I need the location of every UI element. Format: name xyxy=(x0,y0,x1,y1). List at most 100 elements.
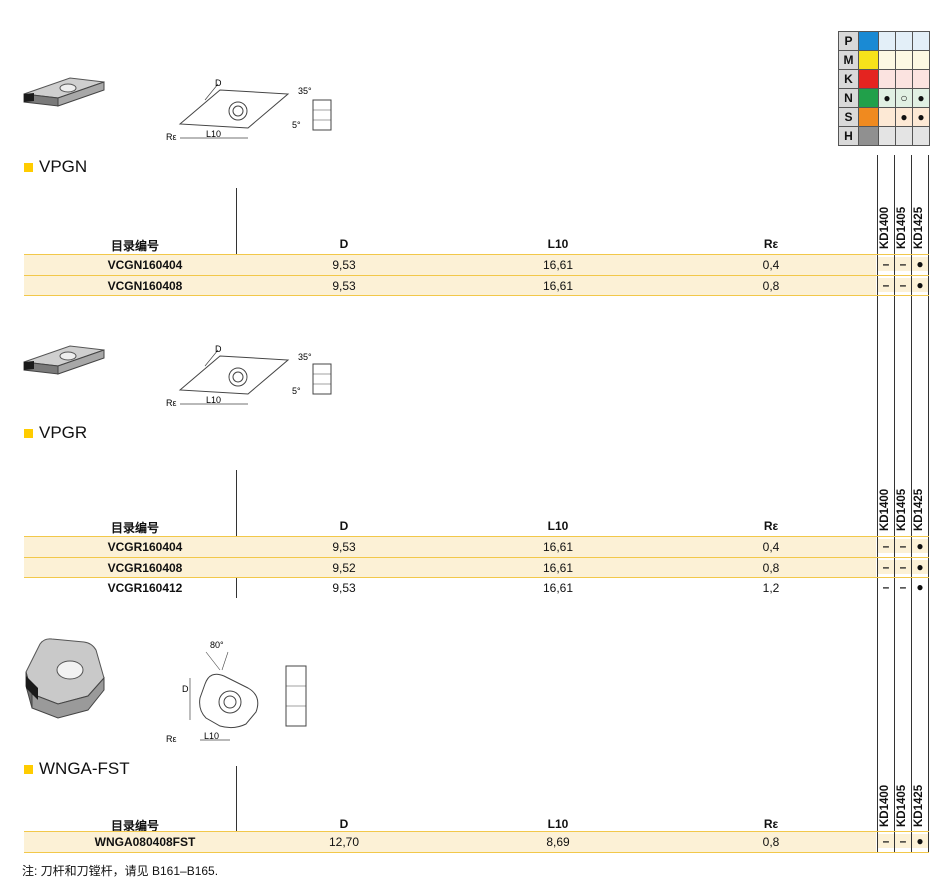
value-d: 9,53 xyxy=(332,540,356,554)
grade-mark: – xyxy=(878,834,894,848)
value-d: 9,53 xyxy=(332,279,356,293)
material-row-h: H xyxy=(838,126,930,146)
value-l10: 16,61 xyxy=(542,279,574,293)
material-color-swatch xyxy=(858,50,879,70)
material-row-s: S ● ● xyxy=(838,107,930,127)
value-d: 9,52 xyxy=(332,561,356,575)
section-title-wnga-fst: WNGA-FST xyxy=(24,759,130,779)
grade-mark: – xyxy=(899,580,907,594)
catalog-no: WNGA080408FST xyxy=(94,835,196,849)
grade-column-line xyxy=(894,155,895,852)
material-mark xyxy=(878,126,896,146)
table-row: VCGR160404 9,53 16,61 0,4 xyxy=(24,537,876,557)
angle-35-label: 35° xyxy=(298,86,312,96)
vpgn-insert-image xyxy=(23,77,105,107)
value-l10: 16,61 xyxy=(542,561,574,575)
value-d: 12,70 xyxy=(328,835,360,849)
material-letter: N xyxy=(838,88,859,108)
value-l10: 8,69 xyxy=(546,835,570,849)
grade-label-kd1425: KD1425 xyxy=(913,206,925,249)
table-row: VCGN160408 9,53 16,61 0,8 xyxy=(24,276,876,296)
catalog-no: VCGN160404 xyxy=(107,258,183,272)
grade-mark: – xyxy=(878,539,894,553)
grade-mark: – xyxy=(878,560,894,574)
value-re: 0,8 xyxy=(762,561,780,575)
grade-mark: – xyxy=(882,580,890,594)
header-d: D xyxy=(339,519,349,533)
grade-mark: ● xyxy=(912,560,928,574)
material-color-swatch xyxy=(858,88,879,108)
dim-l10-label: L10 xyxy=(204,731,219,741)
angle-35-label: 35° xyxy=(298,352,312,362)
dim-re-label: Rε xyxy=(166,734,177,744)
material-color-swatch xyxy=(858,69,879,89)
value-re: 1,2 xyxy=(762,581,780,595)
material-mark xyxy=(895,50,913,70)
table-row: VCGR160408 9,52 16,61 0,8 xyxy=(24,558,876,578)
section-marker xyxy=(24,764,33,774)
grade-column-line xyxy=(877,155,878,852)
wnga-dimension-drawing: D L10 Rε 80° xyxy=(166,640,307,744)
material-mark xyxy=(878,31,896,51)
material-row-n: N ● ○ ● xyxy=(838,88,930,108)
table-rule xyxy=(24,577,929,578)
material-mark xyxy=(912,31,930,51)
header-l10: L10 xyxy=(547,519,569,533)
grade-label-kd1405: KD1405 xyxy=(896,206,908,249)
header-re: Rε xyxy=(763,817,779,831)
material-row-k: K xyxy=(838,69,930,89)
value-d: 9,53 xyxy=(332,581,356,595)
header-re: Rε xyxy=(763,519,779,533)
material-mark xyxy=(912,50,930,70)
grade-label-kd1405: KD1405 xyxy=(896,784,908,827)
material-letter: M xyxy=(838,50,859,70)
header-d: D xyxy=(339,237,349,251)
section-marker xyxy=(24,428,33,438)
table-rule xyxy=(24,295,929,296)
grade-mark: ● xyxy=(912,257,928,271)
dim-re-label: Rε xyxy=(166,132,177,142)
grade-mark: ● xyxy=(912,834,928,848)
value-re: 0,8 xyxy=(762,279,780,293)
header-catalog-no: 目录编号 xyxy=(110,819,159,833)
column-divider xyxy=(236,470,237,598)
material-color-swatch xyxy=(858,126,879,146)
table-row: WNGA080408FST 12,70 8,69 0,8 xyxy=(24,832,876,852)
material-mark: ● xyxy=(878,88,896,108)
value-l10: 16,61 xyxy=(542,581,574,595)
header-re: Rε xyxy=(763,237,779,251)
material-letter: P xyxy=(838,31,859,51)
section-title-text: WNGA-FST xyxy=(39,759,130,778)
material-mark xyxy=(895,126,913,146)
section-title-text: VPGN xyxy=(39,157,88,176)
material-mark xyxy=(895,31,913,51)
dim-d-label: D xyxy=(182,684,189,694)
footnote: 注: 刀杆和刀镗杆，请见 B161–B165. xyxy=(22,864,219,878)
value-re: 0,4 xyxy=(762,540,780,554)
table-row: VCGR160412 9,53 16,61 1,2 xyxy=(24,578,876,598)
table-rule xyxy=(24,557,929,558)
section-title-text: VPGR xyxy=(39,423,88,442)
wnga-insert-image xyxy=(25,638,105,719)
angle-5-label: 5° xyxy=(292,386,301,396)
table-rule xyxy=(24,275,929,276)
header-d: D xyxy=(339,817,349,831)
grade-mark: – xyxy=(895,278,911,292)
catalog-no: VCGR160412 xyxy=(107,581,183,595)
material-legend: P M K N ● ○ ● S xyxy=(838,31,930,146)
material-letter: H xyxy=(838,126,859,146)
table-rule xyxy=(24,852,929,853)
vpgr-insert-image xyxy=(23,345,105,375)
material-mark: ● xyxy=(912,107,930,127)
catalog-no: VCGR160404 xyxy=(107,540,183,554)
grade-label-kd1400: KD1400 xyxy=(879,206,891,249)
angle-80-label: 80° xyxy=(210,640,224,650)
dim-d-label: D xyxy=(215,78,222,88)
header-catalog-no: 目录编号 xyxy=(110,521,159,535)
dim-d-label: D xyxy=(215,344,222,354)
grade-column-line xyxy=(928,155,929,852)
table-row: VCGN160404 9,53 16,61 0,4 xyxy=(24,255,876,275)
material-mark xyxy=(878,69,896,89)
dim-l10-label: L10 xyxy=(206,395,221,405)
material-mark xyxy=(878,107,896,127)
